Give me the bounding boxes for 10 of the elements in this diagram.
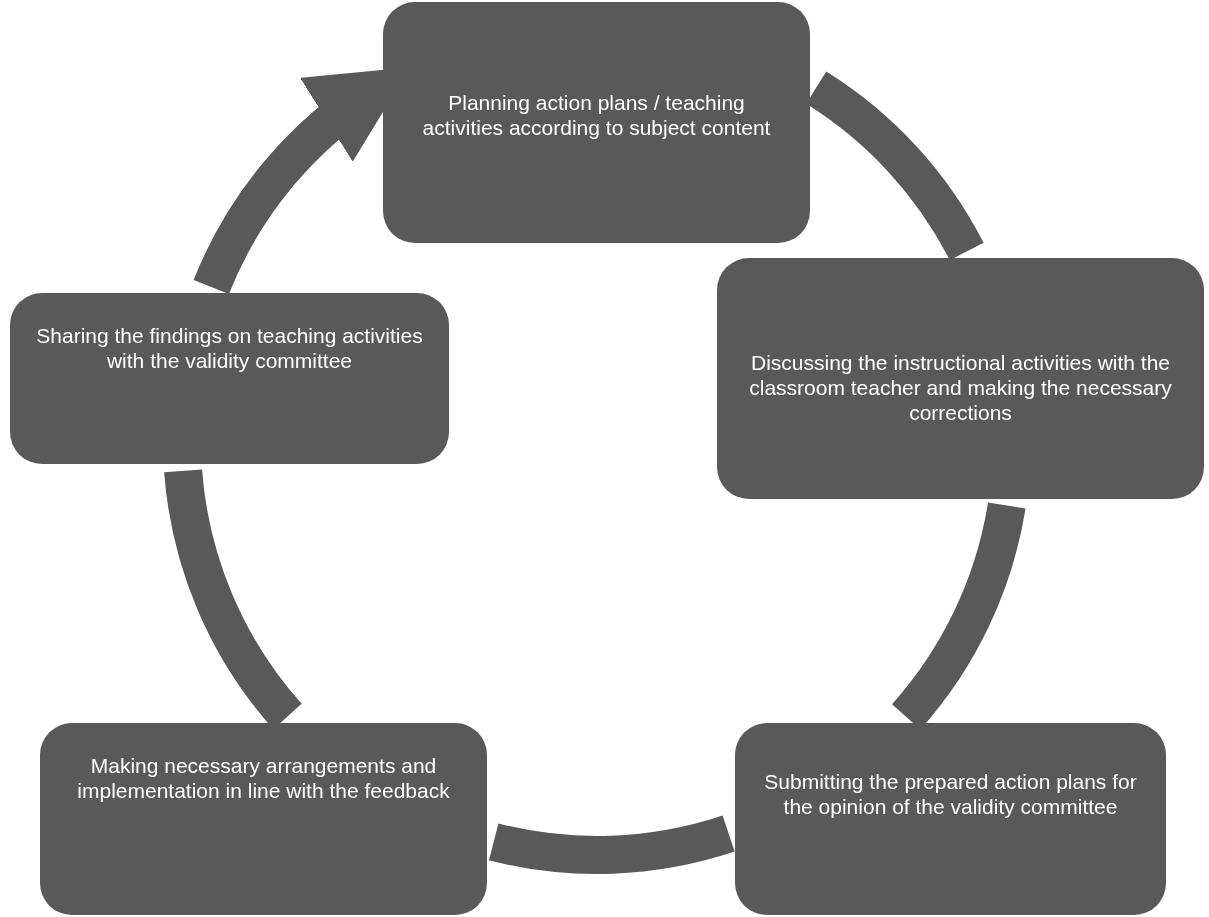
process-box bbox=[383, 2, 810, 243]
step-text: Planning action plans / teaching activities according to subject content bbox=[421, 90, 772, 140]
step-text: Sharing the findings on teaching activities with the validity committee bbox=[35, 323, 424, 373]
step-text: Making necessary arrangements and implementation in line with the feedback bbox=[76, 753, 451, 803]
process-box bbox=[735, 723, 1166, 915]
step-text: Submitting the prepared action plans for the opinion of the validity committee bbox=[763, 769, 1138, 819]
process-box bbox=[10, 293, 449, 464]
step-text: Discussing the instructional activities with the classroom teacher and making the necessary corrections bbox=[748, 350, 1173, 425]
process-box bbox=[40, 723, 487, 915]
process-box bbox=[717, 258, 1204, 499]
